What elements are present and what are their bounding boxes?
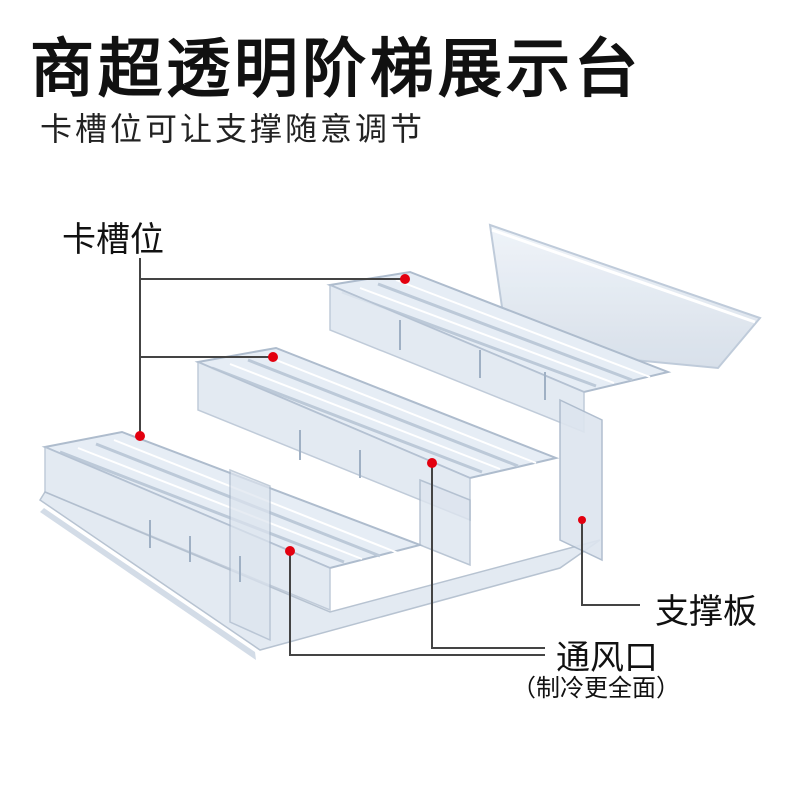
tier-top: [326, 270, 672, 434]
page-title: 商超透明阶梯展示台: [30, 33, 642, 107]
vent-marker-dot: [427, 458, 437, 468]
tier-middle: [194, 346, 560, 522]
support-plates: [229, 398, 603, 642]
support-plate-label: 支撑板: [655, 592, 757, 632]
vent-leader-line: [431, 463, 545, 649]
slot-marker-dot: [400, 274, 410, 284]
slot-marker-dot: [268, 352, 278, 362]
vent-marker-dot: [285, 546, 295, 556]
slot-dividers: [149, 320, 546, 582]
marker-dots: [135, 274, 586, 556]
vent-label: 通风口: [556, 638, 658, 678]
page-subtitle: 卡槽位可让支撑随意调节: [40, 110, 426, 148]
support-leader-line: [581, 520, 640, 606]
vent-leader-line: [289, 551, 545, 656]
support-marker-dot: [578, 516, 586, 524]
slot-label: 卡槽位: [62, 220, 164, 260]
slot-leader-line: [139, 258, 405, 280]
leader-lines: [139, 258, 640, 656]
slot-marker-dot: [135, 431, 145, 441]
vent-note: （制冷更全面）: [512, 674, 680, 702]
